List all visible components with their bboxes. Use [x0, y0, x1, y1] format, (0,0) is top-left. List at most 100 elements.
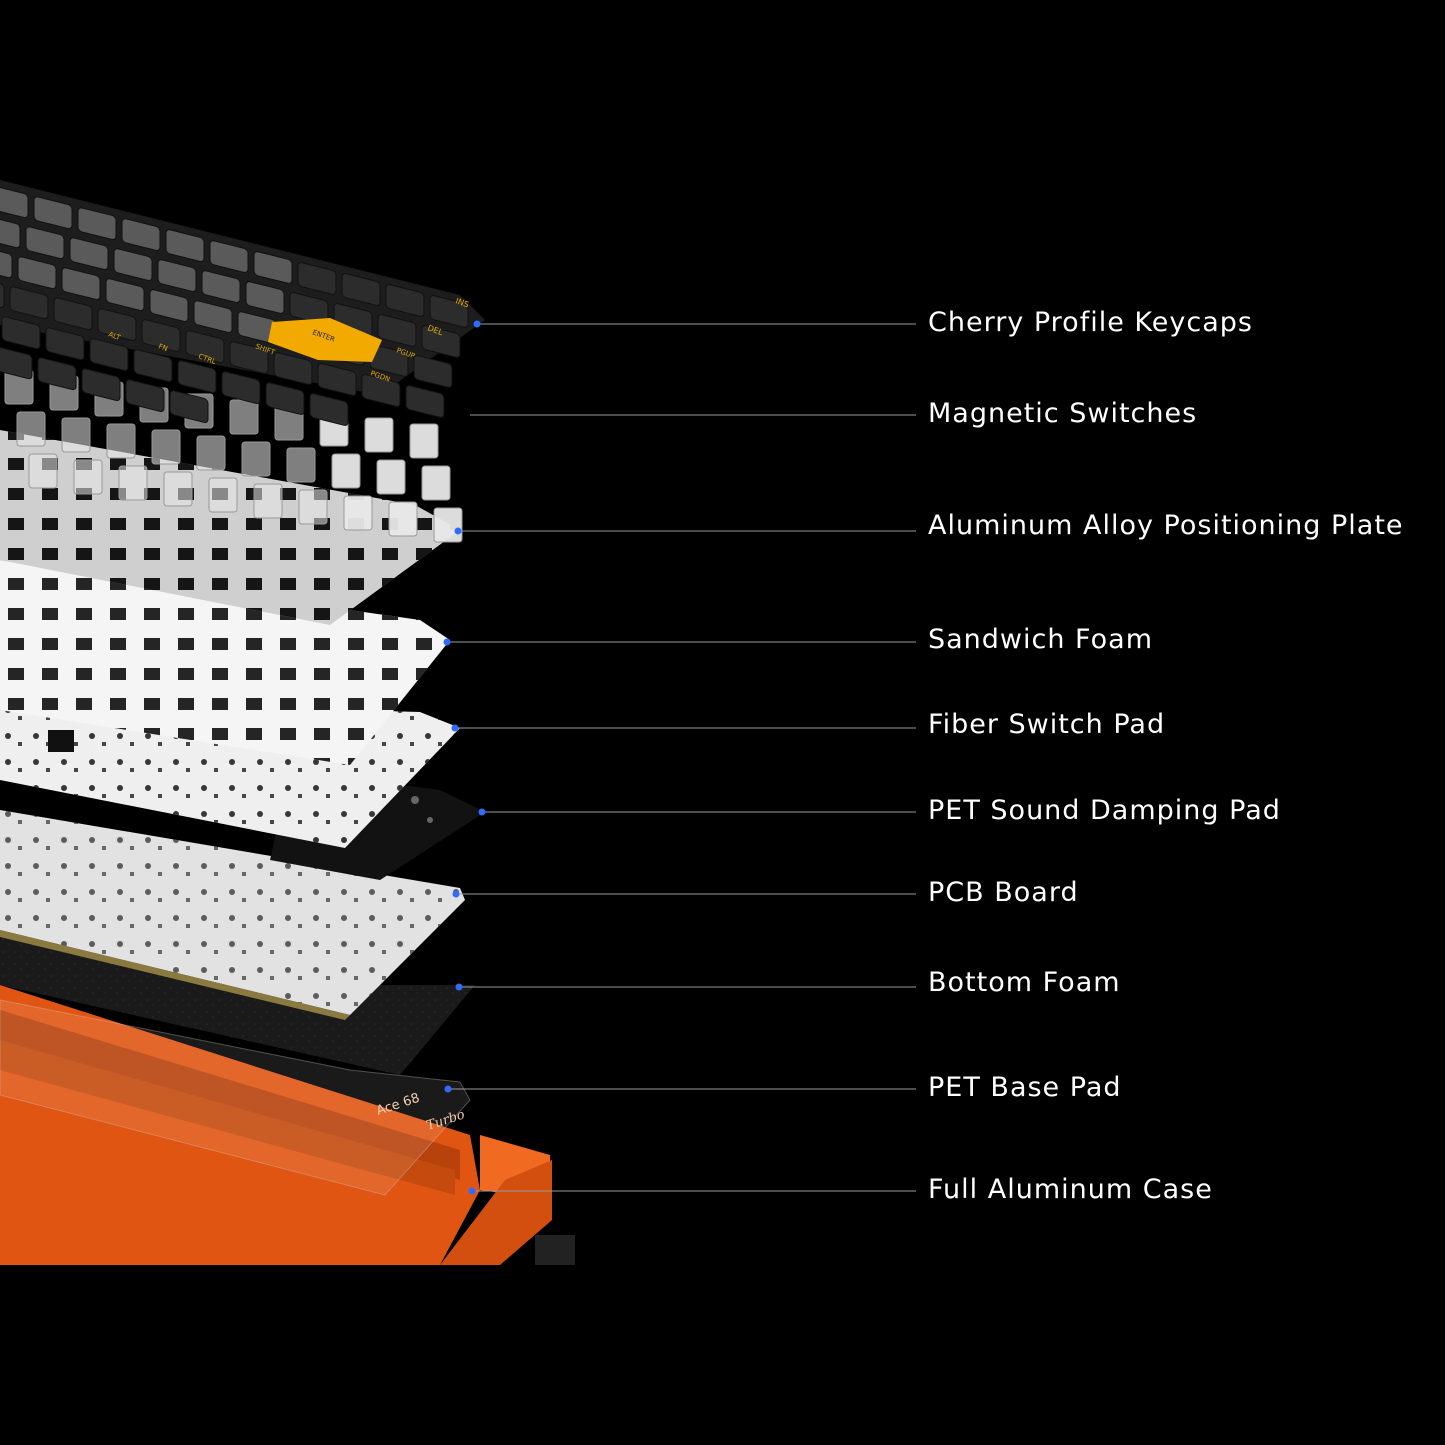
- keycap: [253, 251, 293, 284]
- anchor-dot-keycaps: [473, 320, 481, 328]
- keycap: [193, 300, 233, 333]
- keycap: [201, 270, 241, 303]
- magnetic-switches: [4, 369, 463, 543]
- keycap: [273, 352, 313, 385]
- label-magnetic-switches: Magnetic Switches: [928, 398, 1198, 429]
- pet-base-pad: [0, 999, 471, 1196]
- switch: [241, 441, 271, 477]
- aluminum-case: Ace 68 Turbo: [0, 985, 575, 1265]
- anchor-dot-pet-sound: [478, 808, 486, 816]
- switch: [286, 447, 316, 483]
- switch: [364, 417, 394, 453]
- pcb-board: [0, 810, 465, 1020]
- keycap: [121, 218, 161, 252]
- keycap-legend-ins: INS: [454, 296, 470, 309]
- label-fiber-switch-pad: Fiber Switch Pad: [928, 709, 1166, 740]
- keycap: [229, 341, 269, 374]
- anchor-dot-pcb: [452, 890, 460, 898]
- label-pet-base-pad: PET Base Pad: [928, 1072, 1122, 1103]
- keycap: [341, 273, 381, 306]
- switch: [421, 465, 451, 501]
- switch: [118, 465, 148, 501]
- keycap: [149, 289, 189, 323]
- keycap: [81, 368, 121, 402]
- label-pcb-board: PCB Board: [928, 877, 1079, 908]
- label-bottom-foam: Bottom Foam: [928, 967, 1121, 998]
- anchor-dot-bottom-foam: [455, 983, 463, 991]
- keycap: [61, 267, 101, 301]
- keycap: [245, 281, 285, 314]
- anchor-dot-pet-base: [444, 1085, 452, 1093]
- keycap: [177, 360, 217, 393]
- keycap: [113, 248, 153, 282]
- switch: [331, 453, 361, 489]
- switch: [196, 435, 226, 471]
- switch: [73, 459, 103, 495]
- keycap: [413, 355, 453, 388]
- keycap-legend-fn: FN: [157, 342, 168, 353]
- keycap: [385, 284, 425, 317]
- switch: [409, 423, 439, 459]
- keycap: [53, 297, 93, 331]
- keycap: [69, 237, 109, 271]
- keycap: [25, 226, 65, 260]
- keycap: [125, 379, 165, 413]
- anchor-dot-fiber: [451, 724, 459, 732]
- keycap: [309, 393, 349, 426]
- keycap: [133, 349, 173, 383]
- keycap: [317, 363, 357, 396]
- switch: [163, 471, 193, 507]
- keycaps: [0, 180, 485, 426]
- switch: [343, 495, 373, 531]
- keycap: [265, 382, 305, 415]
- switch: [388, 501, 418, 537]
- switch: [208, 477, 238, 513]
- keycap: [0, 215, 21, 249]
- keycap: [37, 357, 77, 391]
- keycap: [77, 207, 117, 241]
- keycap: [0, 346, 33, 380]
- keycap: [17, 256, 57, 290]
- keycap: [169, 390, 209, 424]
- keycap: [209, 240, 249, 273]
- keycap: [105, 278, 145, 312]
- label-sandwich-foam: Sandwich Foam: [928, 624, 1153, 655]
- keycap: [97, 308, 137, 342]
- switch: [376, 459, 406, 495]
- keycap: [157, 259, 197, 293]
- anchor-dot-case: [468, 1187, 476, 1195]
- keycap: [421, 325, 461, 358]
- keycap: [429, 295, 469, 328]
- keycap: [33, 196, 73, 230]
- label-cherry-profile-keycaps: Cherry Profile Keycaps: [928, 307, 1253, 338]
- anchor-dot-plate: [454, 527, 462, 535]
- switch: [433, 507, 463, 543]
- keycap: [89, 338, 129, 372]
- switch: [28, 453, 58, 489]
- switch: [298, 489, 328, 525]
- keycap: [9, 286, 49, 320]
- keycap: [405, 385, 445, 418]
- callout-lines: [443, 320, 916, 1195]
- keycap-legend-alt: ALT: [107, 330, 122, 342]
- aluminum-positioning-plate: [0, 430, 460, 625]
- keycap: [361, 374, 401, 407]
- keycap: [185, 330, 225, 363]
- keycap: [45, 327, 85, 361]
- keycap: [0, 185, 29, 219]
- switch: [106, 423, 136, 459]
- keycap: [0, 245, 13, 279]
- keycap: [221, 371, 261, 404]
- anchor-dot-sandwich: [443, 638, 451, 646]
- keycap: [0, 275, 5, 309]
- keycap: [377, 314, 417, 347]
- label-full-aluminum-case: Full Aluminum Case: [928, 1174, 1213, 1205]
- switch: [151, 429, 181, 465]
- switch: [16, 411, 46, 447]
- switch: [253, 483, 283, 519]
- keycap: [297, 262, 337, 295]
- switch: [61, 417, 91, 453]
- switch: [229, 399, 259, 435]
- enter-keycap-accent: [268, 318, 382, 362]
